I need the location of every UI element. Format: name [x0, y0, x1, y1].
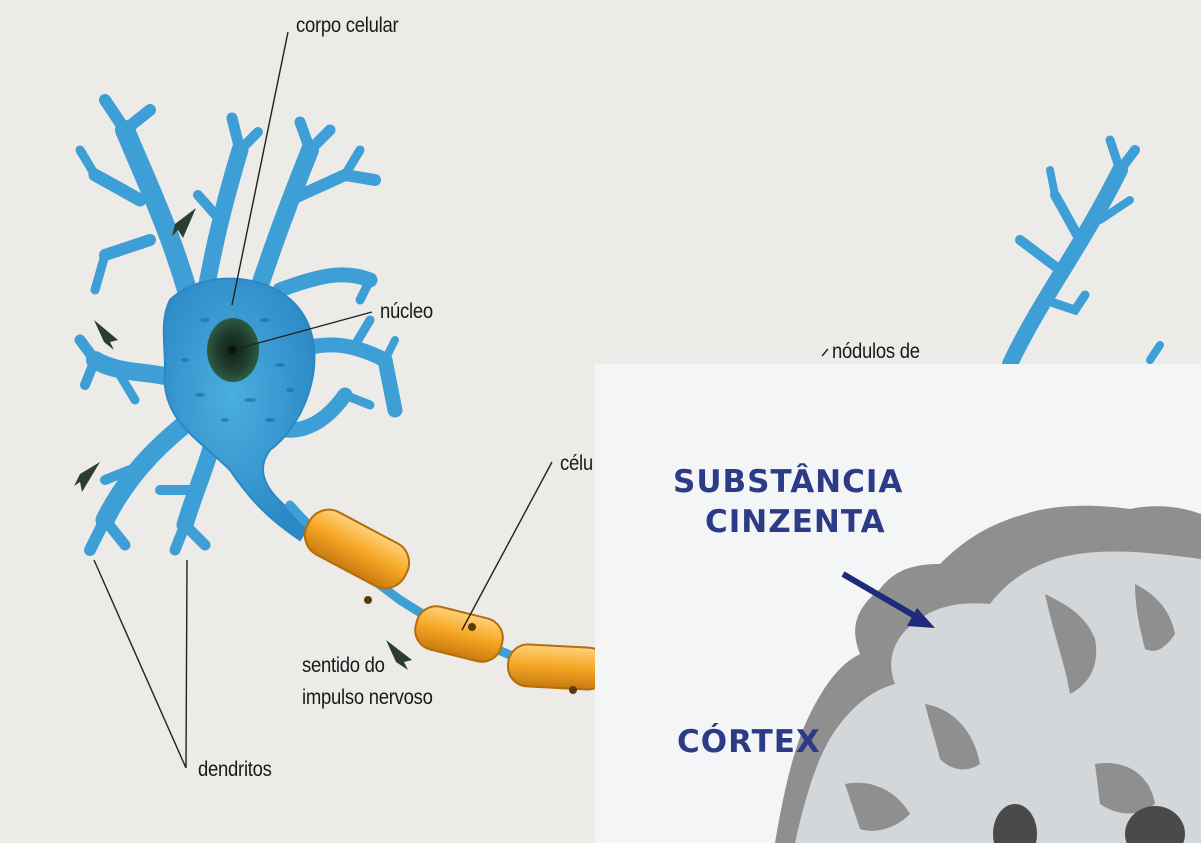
brain-cross-section: [595, 364, 1201, 843]
label-nucleo: núcleo: [380, 300, 433, 324]
label-celula: célu: [560, 452, 593, 476]
label-cortex: CÓRTEX: [677, 724, 821, 760]
nucleolus: [228, 346, 236, 354]
label-dendritos: dendritos: [198, 758, 272, 782]
terminal-dendrite: [1010, 140, 1160, 364]
label-corpo-celular: corpo celular: [296, 14, 398, 38]
label-substancia-line1: SUBSTÂNCIA: [673, 464, 903, 500]
label-sentido-line1: sentido do: [302, 654, 385, 678]
brain-inset: SUBSTÂNCIA CINZENTA CÓRTEX: [595, 364, 1201, 843]
label-nodulos: nódulos de: [832, 340, 920, 364]
label-substancia-line2: CINZENTA: [705, 504, 886, 540]
label-sentido-line2: impulso nervoso: [302, 686, 433, 710]
